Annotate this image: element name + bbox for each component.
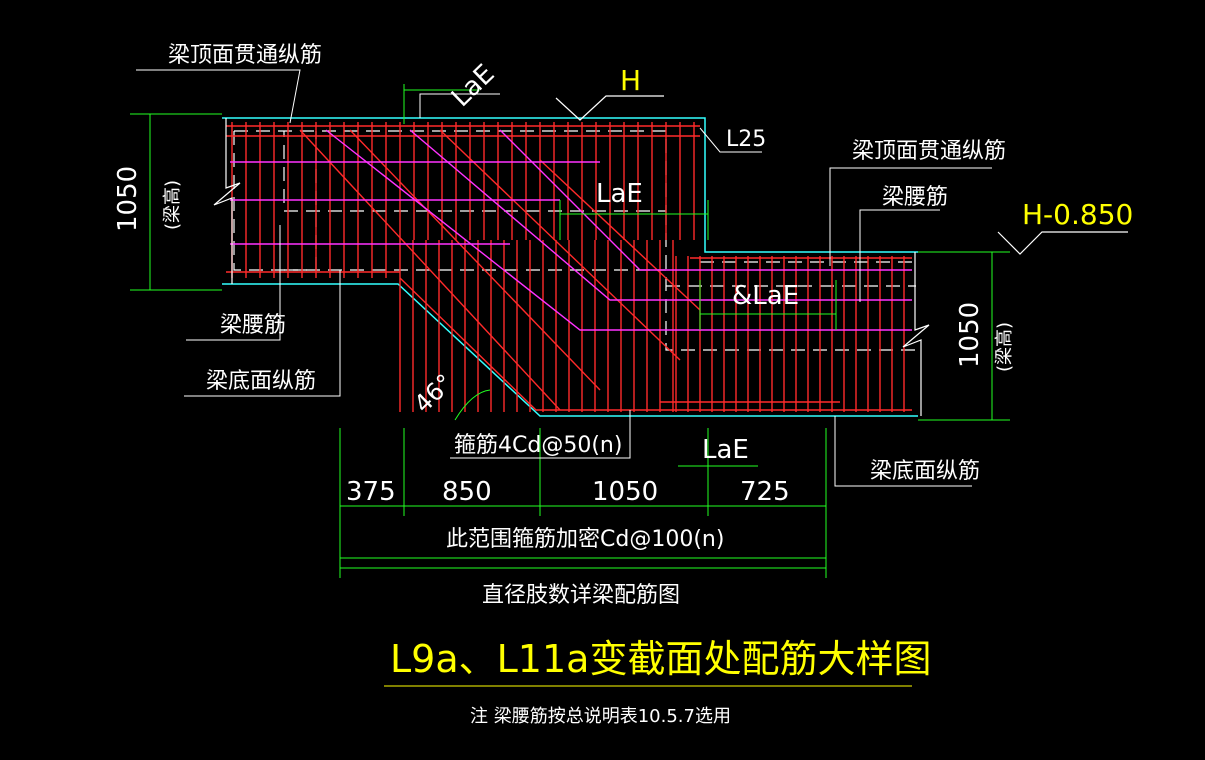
beam-outline-left-top <box>222 117 918 253</box>
waist-diag-2 <box>409 129 912 301</box>
leader-lines <box>136 69 992 487</box>
elev-h2-symbol <box>997 231 1128 255</box>
leader-left-waist <box>186 225 281 341</box>
beam-outline <box>222 117 918 417</box>
label-diameter-note: 直径肢数详梁配筋图 <box>482 583 680 608</box>
main-title: L9a、L11a变截面处配筋大样图 <box>390 637 931 681</box>
break-marks <box>213 118 930 416</box>
leader-left-bottom <box>184 270 341 397</box>
label-elev-h2: H-0.850 <box>1022 198 1133 231</box>
waist-diag-1 <box>325 129 912 331</box>
leader-right-bottom <box>834 416 972 487</box>
label-elev-h: H <box>620 64 641 97</box>
label-top-left-top-bar: 梁顶面贯通纵筋 <box>168 43 322 68</box>
beam-outline-bottom <box>222 283 918 417</box>
dim-text-375: 375 <box>346 477 396 507</box>
drop-dash <box>665 211 916 351</box>
footnote: 注 梁腰筋按总说明表10.5.7选用 <box>470 706 731 727</box>
dim-text-1050: 1050 <box>592 477 658 507</box>
label-left-bottom-bar: 梁底面纵筋 <box>206 369 316 394</box>
label-dense-stirrup: 此范围箍筋加密Cd@100(n) <box>446 527 724 552</box>
label-right-top-bar: 梁顶面贯通纵筋 <box>852 139 1006 164</box>
leader-stirrup <box>450 410 631 459</box>
diag-bar-1 <box>299 129 561 411</box>
leader-lae-diag <box>419 93 500 118</box>
dim-text-850: 850 <box>442 477 492 507</box>
diag-bar-4 <box>539 159 701 311</box>
bottom-bar-sloped <box>399 277 912 411</box>
label-right-height-note: (梁高) <box>994 322 1015 372</box>
leader-left-top <box>136 69 301 124</box>
label-stirrup-note: 箍筋4Cd@50(n) <box>454 433 622 458</box>
elev-h-symbol <box>555 95 664 121</box>
label-right-height: 1050 <box>955 302 985 368</box>
waist-bar-group <box>230 129 912 331</box>
label-left-height: 1050 <box>113 166 143 232</box>
label-left-waist-bar: 梁腰筋 <box>220 313 286 338</box>
label-right-bottom-bar: 梁底面纵筋 <box>870 459 980 484</box>
leader-l25 <box>699 127 762 153</box>
diag-bar-3 <box>439 129 681 361</box>
label-left-height-note: (梁高) <box>162 180 183 230</box>
angle-arc <box>454 389 491 421</box>
diag-bar-2 <box>349 129 601 391</box>
dimension-lines <box>130 84 1010 578</box>
label-right-waist-bar: 梁腰筋 <box>882 185 948 210</box>
elevation-markers <box>555 95 1128 255</box>
dim-text-725: 725 <box>740 477 790 507</box>
label-lae-bottom: LaE <box>702 435 749 465</box>
waist-diag-3 <box>499 129 912 271</box>
label-l25: L25 <box>726 127 766 152</box>
label-and-lae: &LaE <box>732 281 799 311</box>
leader-right-top <box>829 167 992 266</box>
left-break-mark <box>213 118 241 284</box>
right-break-mark <box>902 252 930 416</box>
label-lae-mid: LaE <box>596 179 643 209</box>
leader-right-waist <box>859 209 940 302</box>
